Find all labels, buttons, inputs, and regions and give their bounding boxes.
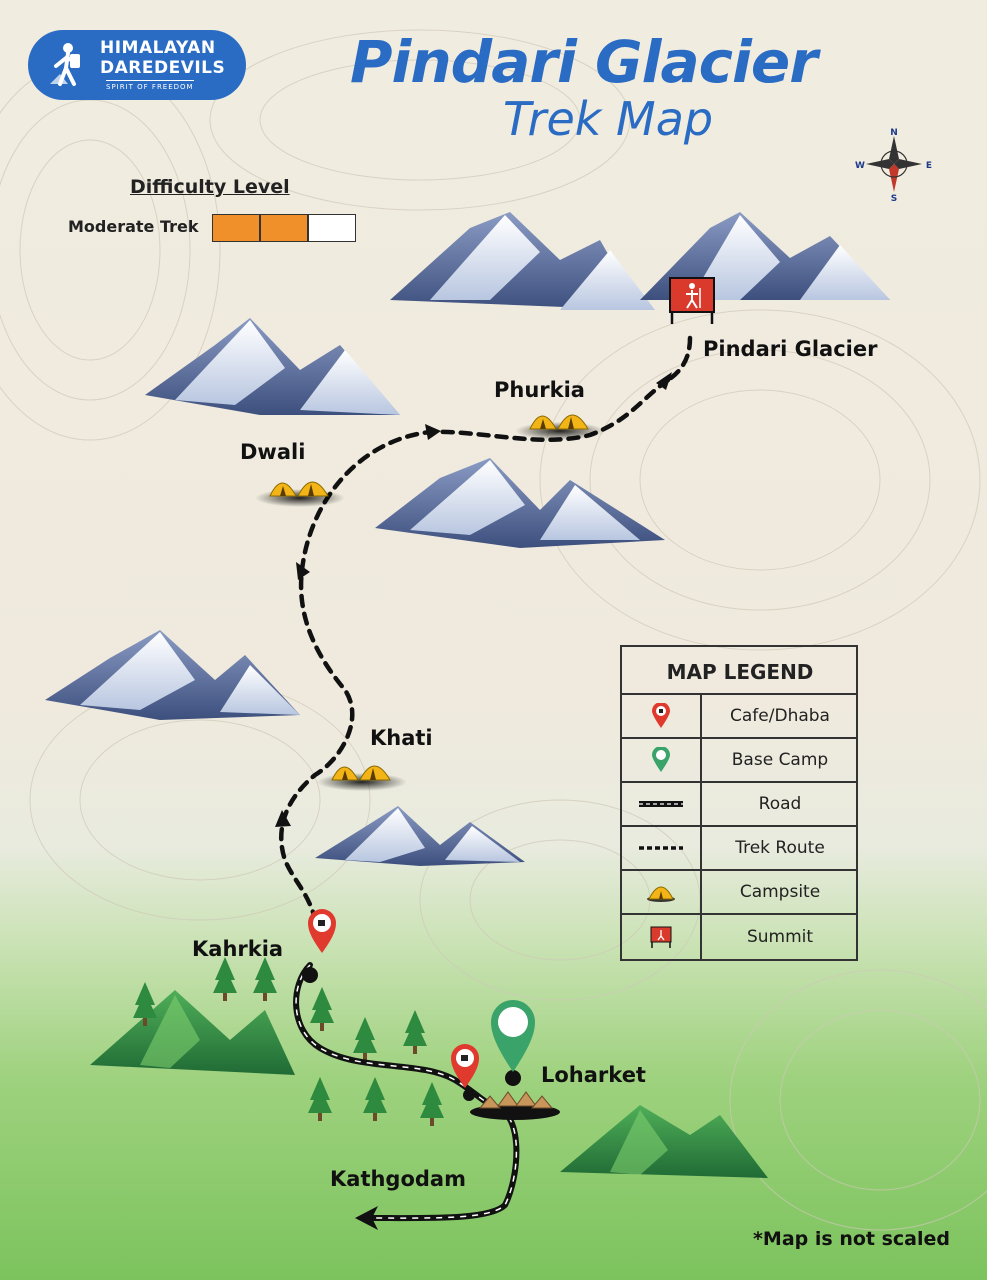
legend-row: Cafe/Dhaba [622,695,858,739]
label-khati: Khati [370,726,433,750]
base-camp-pin-icon [622,739,702,781]
legend-label: Base Camp [731,750,829,770]
kahrkia-node [302,967,318,983]
snow-mountain-range-lower-left [45,630,300,720]
compass-rose-icon: N S W E [855,128,932,202]
brand-tagline: SPIRIT OF FREEDOM [106,80,194,91]
map-title: Pindari Glacier [350,28,818,96]
road-junction-node [463,1089,475,1101]
brand-logo[interactable]: HIMALAYAN DAREDEVILS SPIRIT OF FREEDOM [28,30,246,100]
loharket-village-icon [470,1091,560,1120]
snow-mountain-range-lower-middle [315,806,525,866]
brand-name-line1: HIMALAYAN [100,38,216,58]
cafe-pin-icon [451,1044,479,1088]
road-arrow [355,1206,378,1230]
compass-w: W [855,161,865,171]
difficulty-heading: Difficulty Level [130,176,290,198]
legend-row: Summit [622,915,858,959]
legend-row: Campsite [622,871,858,915]
difficulty-box-filled [260,214,308,242]
cafe-pin-icon [622,695,702,737]
legend-label: Cafe/Dhaba [730,706,830,726]
summit-flag-icon [669,277,715,324]
label-kahrkia: Kahrkia [192,937,284,961]
label-pindari-glacier: Pindari Glacier [703,337,878,361]
hiker-icon [50,43,80,86]
campsite-tent-icon [515,414,605,440]
legend-row: Base Camp [622,739,858,783]
legend-title: MAP LEGEND [622,647,858,695]
compass-s: S [891,194,897,202]
compass-e: E [926,161,932,171]
road-icon [622,783,702,825]
snow-mountain-range-middle [375,458,665,548]
scale-note: *Map is not scaled [753,1228,950,1250]
legend-label: Trek Route [735,838,825,858]
label-kathgodam: Kathgodam [330,1167,466,1191]
legend-label: Summit [746,927,814,947]
summit-flag-icon [622,915,702,959]
pine-trees [133,957,444,1126]
campsite-tent-icon [622,871,702,913]
label-phurkia: Phurkia [494,378,585,402]
difficulty-label: Moderate Trek [68,217,199,236]
brand-name-line2: DAREDEVILS [100,58,226,78]
cafe-pin-icon [308,909,336,953]
label-dwali: Dwali [240,440,306,464]
campsite-tent-icon [255,481,345,507]
legend-row: Trek Route [622,827,858,871]
snow-mountain-range-top [390,212,890,310]
green-hills-right [560,1105,768,1178]
campsite-tent-icon [317,765,407,791]
snow-mountain-range-left [145,318,400,415]
map-subtitle: Trek Map [503,92,714,146]
contour-lines [0,29,987,1231]
green-hills-left [90,990,295,1075]
trek-route-icon [622,827,702,869]
label-loharket: Loharket [541,1063,646,1087]
loharket-node [505,1070,521,1086]
road [293,962,520,1222]
difficulty-box-filled [212,214,260,242]
legend-row: Road [622,783,858,827]
map-legend: MAP LEGEND Cafe/Dhaba Base Camp Road Tre… [620,645,858,961]
legend-label: Campsite [739,882,821,902]
difficulty-box-empty [308,214,356,242]
compass-n: N [890,128,898,138]
trek-route-arrows [275,372,672,827]
base-camp-pin-icon [491,1000,535,1072]
legend-label: Road [758,794,802,814]
